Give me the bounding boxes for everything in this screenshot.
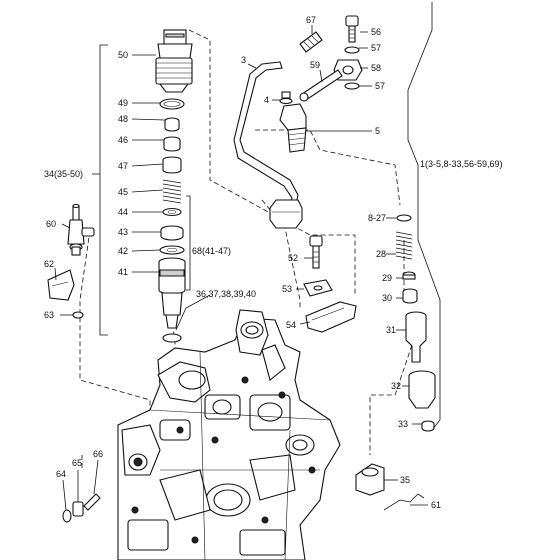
part-54-clamp [305, 301, 357, 333]
part-56-bolt [345, 15, 359, 43]
callout-28: 28 [376, 249, 386, 259]
part-52-bolt [309, 235, 323, 269]
part-59-tube [299, 69, 343, 102]
callout-53: 53 [282, 284, 292, 294]
part-57-washer [344, 82, 360, 90]
part-67-plug [299, 31, 323, 53]
callout-49: 49 [118, 98, 128, 108]
part-30-spacer [402, 288, 418, 304]
callout-47: 47 [118, 161, 128, 171]
part-4-fitting [279, 91, 293, 105]
callout-68: 68(41-47) [192, 246, 231, 256]
callout-44: 44 [118, 207, 128, 217]
pump-housing-casting [117, 309, 341, 560]
pump-element-stack [155, 29, 193, 343]
callout-56: 56 [371, 27, 381, 37]
part-35-clip [355, 463, 385, 496]
callout-labels: 50 49 48 46 47 34(35-50) 45 44 43 42 68(… [44, 15, 503, 510]
callout-64: 64 [56, 469, 66, 479]
callout-65: 65 [72, 458, 82, 468]
callout-63: 63 [44, 310, 54, 320]
callout-32: 32 [391, 381, 401, 391]
part-32-cap-nut [408, 370, 436, 409]
callout-48: 48 [118, 114, 128, 124]
part-33-seal [421, 420, 435, 432]
callout-57-upper: 57 [371, 43, 381, 53]
callout-50: 50 [118, 50, 128, 60]
part-31-nozzle [405, 311, 427, 363]
part-62-bracket [47, 269, 75, 301]
part-65-fitting [72, 501, 84, 517]
part-64-oring [62, 509, 72, 523]
callout-41: 41 [118, 267, 128, 277]
callout-5: 5 [375, 126, 380, 136]
callout-45: 45 [118, 187, 128, 197]
nozzle-stack [395, 214, 436, 432]
callout-35: 35 [400, 475, 410, 485]
callout-57-lower: 57 [375, 81, 385, 91]
callout-3: 3 [241, 55, 246, 65]
part-28-spring [395, 231, 413, 260]
part-8-27-shim [396, 214, 412, 222]
part-53-washer [303, 279, 333, 297]
callout-46: 46 [118, 135, 128, 145]
part-61-wire-clip [383, 493, 425, 511]
callout-4: 4 [264, 95, 269, 105]
callout-61: 61 [431, 500, 441, 510]
callout-60: 60 [46, 219, 56, 229]
callout-43: 43 [118, 227, 128, 237]
part-57-washer [344, 46, 360, 54]
leader-lines [54, 25, 428, 511]
callout-31: 31 [386, 325, 396, 335]
callout-58: 58 [371, 63, 381, 73]
callout-54: 54 [286, 320, 296, 330]
callout-36-40: 36,37,38,39,40 [196, 289, 256, 299]
callout-34: 34(35-50) [44, 169, 83, 179]
callout-66: 66 [93, 449, 103, 459]
part-3-injection-pipe [233, 61, 303, 229]
callout-33: 33 [398, 419, 408, 429]
callout-42: 42 [118, 246, 128, 256]
callout-30: 30 [382, 293, 392, 303]
part-63-oring [72, 311, 84, 319]
callout-8-27: 8-27 [368, 213, 386, 223]
callout-52: 52 [288, 253, 298, 263]
callout-59: 59 [310, 60, 320, 70]
part-60-banjo-fitting [67, 203, 95, 256]
part-5-nozzle-holder [279, 103, 307, 153]
part-66-pin [83, 493, 101, 511]
callout-1: 1(3-5,8-33,56-59,69) [420, 159, 503, 169]
part-29-seat [402, 271, 416, 280]
callout-29: 29 [382, 273, 392, 283]
callout-67: 67 [306, 15, 316, 25]
callout-62: 62 [44, 259, 54, 269]
